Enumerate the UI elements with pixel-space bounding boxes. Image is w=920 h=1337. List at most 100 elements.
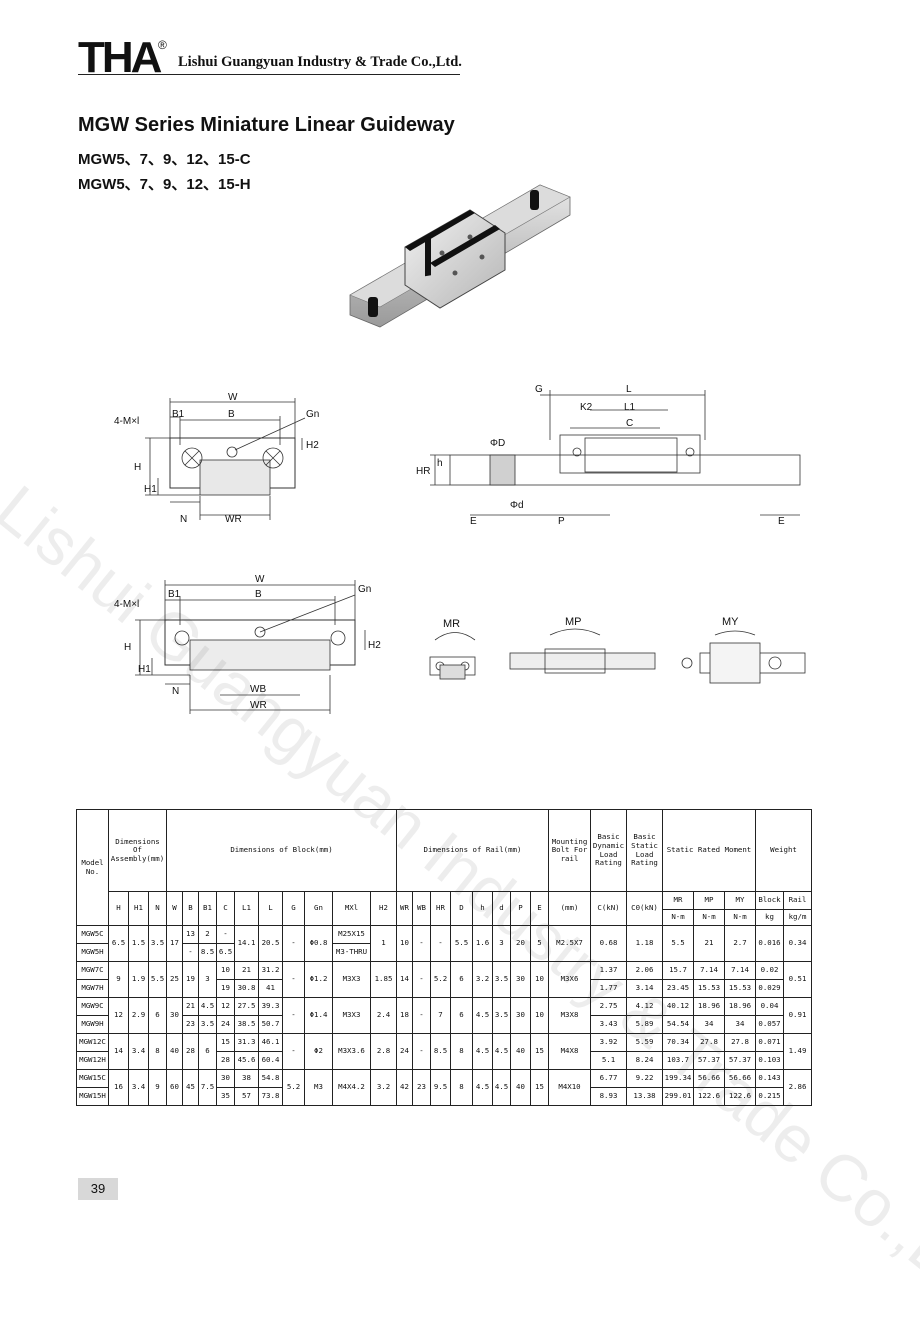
data-cell: 3.5 [492, 961, 511, 998]
data-cell: 40.12 [662, 997, 694, 1016]
data-cell: 23 [182, 1015, 199, 1034]
data-cell: 2.4 [370, 997, 397, 1034]
data-cell: 14 [396, 961, 413, 998]
data-cell: M3X6 [548, 961, 591, 998]
hdr-rail: Dimensions of Rail(mm) [396, 809, 549, 892]
label-wr-2: WR [250, 700, 267, 711]
data-cell: 9 [148, 1069, 167, 1106]
data-cell: 3 [492, 925, 511, 962]
subheader-cell: WB [412, 891, 431, 926]
label-e-right: E [778, 516, 785, 527]
data-cell: 28 [182, 1033, 199, 1070]
data-cell: 54.8 [258, 1069, 283, 1088]
data-cell: 1.18 [626, 925, 663, 962]
data-cell: M2.5X7 [548, 925, 591, 962]
data-cell: 39.3 [258, 997, 283, 1016]
data-cell: 6.5 [108, 925, 129, 962]
data-cell: 1 [370, 925, 397, 962]
data-cell: 6 [450, 997, 473, 1034]
subheader-cell: B [182, 891, 199, 926]
subheader-cell: L [258, 891, 283, 926]
data-cell: 5.59 [626, 1033, 663, 1052]
data-cell: 4.5 [492, 1069, 511, 1106]
data-cell: 15.53 [693, 979, 725, 998]
data-cell: 28 [216, 1051, 235, 1070]
subheader-cell: Block [755, 891, 784, 910]
subheader-cell: N [148, 891, 167, 926]
data-cell: 2.7 [724, 925, 756, 962]
data-cell: 1.49 [783, 1033, 812, 1070]
label-h: H [134, 462, 141, 473]
model-cell: MGW9H [76, 1015, 109, 1034]
label-l1: L1 [624, 402, 636, 413]
label-phi-d: ΦD [490, 438, 505, 449]
data-cell: 40 [510, 1033, 531, 1070]
subheader-cell: C [216, 891, 235, 926]
data-cell: 4.5 [472, 1033, 493, 1070]
model-cell: MGW5H [76, 943, 109, 962]
data-cell: 3.5 [198, 1015, 217, 1034]
data-cell: - [412, 925, 431, 962]
data-cell: 15.7 [662, 961, 694, 980]
unit-cell: kg [755, 909, 784, 926]
label-mx: 4-M×l [114, 416, 139, 427]
data-cell: 38.5 [234, 1015, 259, 1034]
data-cell: - [430, 925, 451, 962]
side-view-drawing: G L K2 L1 C ΦD HR h Φd E P E [416, 384, 801, 527]
label-gn-2: Gn [358, 584, 371, 595]
data-cell: 8 [450, 1033, 473, 1070]
label-b-2: B [255, 589, 262, 600]
subtitle-h: MGW5、7、9、12、15-H [78, 176, 251, 193]
subheader-cell: h [472, 891, 493, 926]
label-wb: WB [250, 684, 266, 695]
data-cell: M4X4.2 [332, 1069, 371, 1106]
label-b1-2: B1 [168, 589, 181, 600]
data-cell: 30 [166, 997, 183, 1034]
label-hr: HR [416, 466, 430, 477]
data-cell: 3.4 [128, 1033, 149, 1070]
hdr-static: Basic Static Load Rating [626, 809, 663, 892]
data-cell: 10 [396, 925, 413, 962]
data-cell: 299.01 [662, 1087, 694, 1106]
data-cell: 0.91 [783, 997, 812, 1034]
model-cell: MGW5C [76, 925, 109, 944]
data-cell: 5.5 [148, 961, 167, 998]
hdr-weight: Weight [755, 809, 812, 892]
data-cell: 5 [530, 925, 549, 962]
data-cell: 0.071 [755, 1033, 784, 1052]
moment-diagrams: MR MP MY [429, 616, 806, 684]
data-cell: 9.22 [626, 1069, 663, 1088]
subheader-cell: D [450, 891, 473, 926]
data-cell: 2.06 [626, 961, 663, 980]
label-mx-2: 4-M×l [114, 599, 139, 610]
data-cell: 5.5 [450, 925, 473, 962]
hdr-dynamic: Basic Dynamic Load Rating [590, 809, 627, 892]
data-cell: 4.5 [492, 1033, 511, 1070]
model-cell: MGW15C [76, 1069, 109, 1088]
subheader-cell: Rail [783, 891, 812, 910]
data-cell: 1.77 [590, 979, 627, 998]
data-cell: 2.86 [783, 1069, 812, 1106]
data-cell: 13.38 [626, 1087, 663, 1106]
data-cell: 27.5 [234, 997, 259, 1016]
model-cell: MGW9C [76, 997, 109, 1016]
subheader-cell: (mm) [548, 891, 591, 926]
data-cell: 35 [216, 1087, 235, 1106]
data-cell: 21 [182, 997, 199, 1016]
header-divider [78, 74, 460, 75]
subheader-cell: G [282, 891, 305, 926]
data-cell: M3-THRU [332, 943, 371, 962]
data-cell: 45 [182, 1069, 199, 1106]
subtitle-c: MGW5、7、9、12、15-C [78, 151, 251, 168]
subheader-cell: MY [724, 891, 756, 910]
subheader-cell: Gn [304, 891, 333, 926]
data-cell: 56.66 [724, 1069, 756, 1088]
data-cell: 31.2 [258, 961, 283, 980]
data-cell: 7.14 [693, 961, 725, 980]
data-cell: 20 [510, 925, 531, 962]
data-cell: 57.37 [693, 1051, 725, 1070]
hdr-block: Dimensions of Block(mm) [166, 809, 397, 892]
company-name: Lishui Guangyuan Industry & Trade Co.,Lt… [178, 54, 462, 70]
